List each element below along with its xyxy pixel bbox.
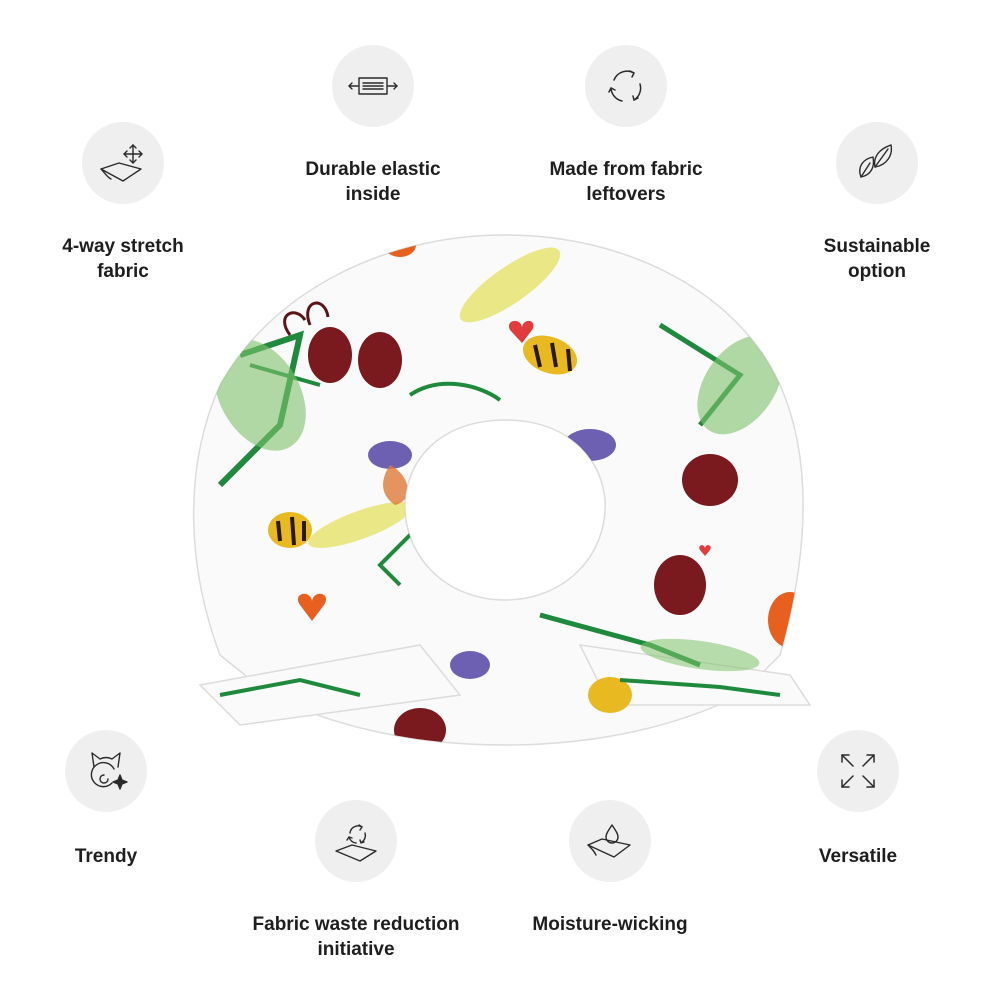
feature-trendy: Trendy	[0, 730, 226, 869]
scrunchie-product-image	[192, 234, 812, 746]
feature-label: Trendy	[74, 846, 138, 867]
recycle-icon	[585, 45, 667, 127]
leaves-icon	[836, 122, 918, 204]
stretch-fabric-icon	[82, 122, 164, 204]
feature-fabric-waste-reduction: Fabric waste reduction initiative	[236, 800, 476, 962]
feature-label: Sustainable option	[823, 236, 931, 282]
feature-label: Made from fabric leftovers	[549, 159, 703, 205]
feature-label: Moisture-wicking	[532, 914, 688, 935]
feature-versatile: Versatile	[738, 730, 978, 869]
feature-label: Fabric waste reduction initiative	[252, 914, 460, 960]
elastic-band-icon	[332, 45, 414, 127]
feature-4-way-stretch: 4-way stretch fabric	[3, 122, 243, 284]
feature-label: Versatile	[818, 846, 898, 867]
recycle-fabric-icon	[315, 800, 397, 882]
feature-sustainable: Sustainable option	[757, 122, 997, 284]
feature-label: Durable elastic inside	[305, 159, 441, 205]
feature-fabric-leftovers: Made from fabric leftovers	[506, 45, 746, 207]
feature-moisture-wicking: Moisture-wicking	[490, 800, 730, 937]
water-drop-fabric-icon	[569, 800, 651, 882]
cat-sparkle-icon	[65, 730, 147, 812]
expand-arrows-icon	[817, 730, 899, 812]
feature-durable-elastic: Durable elastic inside	[253, 45, 493, 207]
feature-label: 4-way stretch fabric	[62, 236, 184, 282]
